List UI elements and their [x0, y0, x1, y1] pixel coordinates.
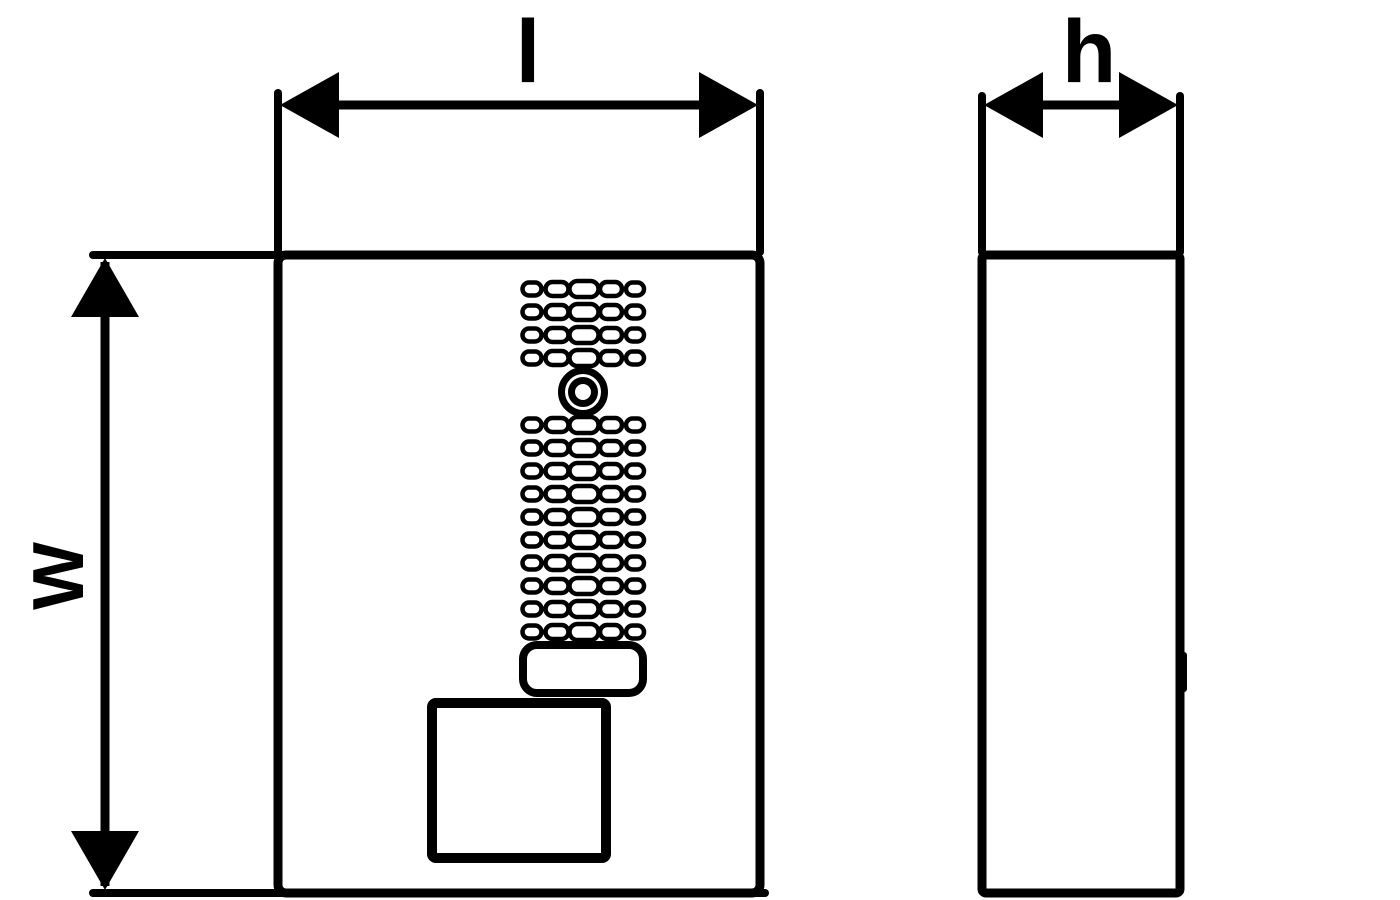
front-view [273, 250, 765, 898]
grille-hole [520, 326, 544, 344]
grille-hole [567, 324, 601, 346]
grille-hole [520, 303, 544, 321]
lens-outer-ring [558, 367, 608, 417]
grille-hole [543, 576, 571, 596]
grille-hole [520, 508, 544, 526]
grille-hole [520, 554, 544, 572]
grille-hole [543, 279, 571, 299]
grille-hole [597, 461, 625, 481]
grille-hole [597, 530, 625, 550]
grille-hole [597, 484, 625, 504]
grille-hole [520, 600, 544, 618]
width-arrowhead-bottom [71, 831, 139, 890]
grille-hole [543, 348, 571, 368]
dimension-height: h [978, 1, 1184, 256]
grille-hole [623, 439, 647, 457]
grille-hole [597, 415, 625, 435]
grille-hole [543, 415, 571, 435]
speaker-grille [520, 278, 647, 643]
grille-hole [520, 280, 544, 298]
grille-hole [567, 414, 601, 436]
grille-hole [623, 554, 647, 572]
side-edge-notch [1178, 652, 1187, 692]
grille-hole [597, 302, 625, 322]
width-label: W [19, 542, 99, 610]
grille-hole [520, 485, 544, 503]
grille-hole [567, 598, 601, 620]
grille-hole [623, 531, 647, 549]
grille-hole [597, 279, 625, 299]
square-module [427, 698, 611, 863]
grille-hole [623, 416, 647, 434]
grille-hole [623, 326, 647, 344]
length-arrowhead-right [699, 72, 758, 138]
grille-hole [543, 507, 571, 527]
grille-hole [567, 437, 601, 459]
camera-lens-icon [558, 367, 608, 417]
grille-hole [543, 302, 571, 322]
grille-hole [597, 507, 625, 527]
grille-hole [543, 553, 571, 573]
grille-hole [567, 552, 601, 574]
grille-hole [597, 438, 625, 458]
length-arrowhead-left [280, 72, 339, 138]
grille-hole [567, 460, 601, 482]
grille-hole [623, 280, 647, 298]
side-view [977, 250, 1187, 898]
grille-hole [597, 553, 625, 573]
grille-hole [623, 623, 647, 641]
grille-hole [623, 349, 647, 367]
lens-inner-ring [568, 377, 598, 407]
grille-hole [567, 301, 601, 323]
grille-hole [623, 303, 647, 321]
dimension-length: l [274, 1, 764, 256]
width-arrowhead-top [71, 258, 139, 317]
length-label: l [516, 1, 541, 101]
grille-hole [597, 599, 625, 619]
height-arrowhead-right [1119, 72, 1178, 138]
grille-hole [623, 577, 647, 595]
grille-hole [543, 622, 571, 642]
grille-hole [597, 576, 625, 596]
grille-hole [623, 508, 647, 526]
grille-hole [520, 349, 544, 367]
grille-hole [543, 530, 571, 550]
dimension-width: W [19, 251, 769, 897]
grille-hole [520, 577, 544, 595]
grille-hole [543, 461, 571, 481]
grille-hole [567, 575, 601, 597]
grille-hole [520, 416, 544, 434]
grille-hole [567, 529, 601, 551]
height-label: h [1062, 1, 1116, 101]
grille-hole [567, 621, 601, 643]
grille-hole [623, 462, 647, 480]
rounded-button [519, 641, 647, 697]
grille-hole [597, 622, 625, 642]
grille-hole [543, 599, 571, 619]
grille-hole [543, 325, 571, 345]
front-panel-outline [273, 250, 765, 898]
grille-hole [543, 484, 571, 504]
grille-hole [597, 325, 625, 345]
grille-hole [597, 348, 625, 368]
grille-hole [520, 462, 544, 480]
grille-hole [520, 531, 544, 549]
grille-hole [567, 347, 601, 369]
grille-hole [567, 506, 601, 528]
side-panel-outline [977, 250, 1185, 898]
grille-hole [623, 485, 647, 503]
grille-hole [543, 438, 571, 458]
grille-hole [623, 600, 647, 618]
grille-hole [567, 278, 601, 300]
grille-hole [567, 483, 601, 505]
grille-hole [520, 623, 544, 641]
height-arrowhead-left [984, 72, 1043, 138]
grille-hole [520, 439, 544, 457]
